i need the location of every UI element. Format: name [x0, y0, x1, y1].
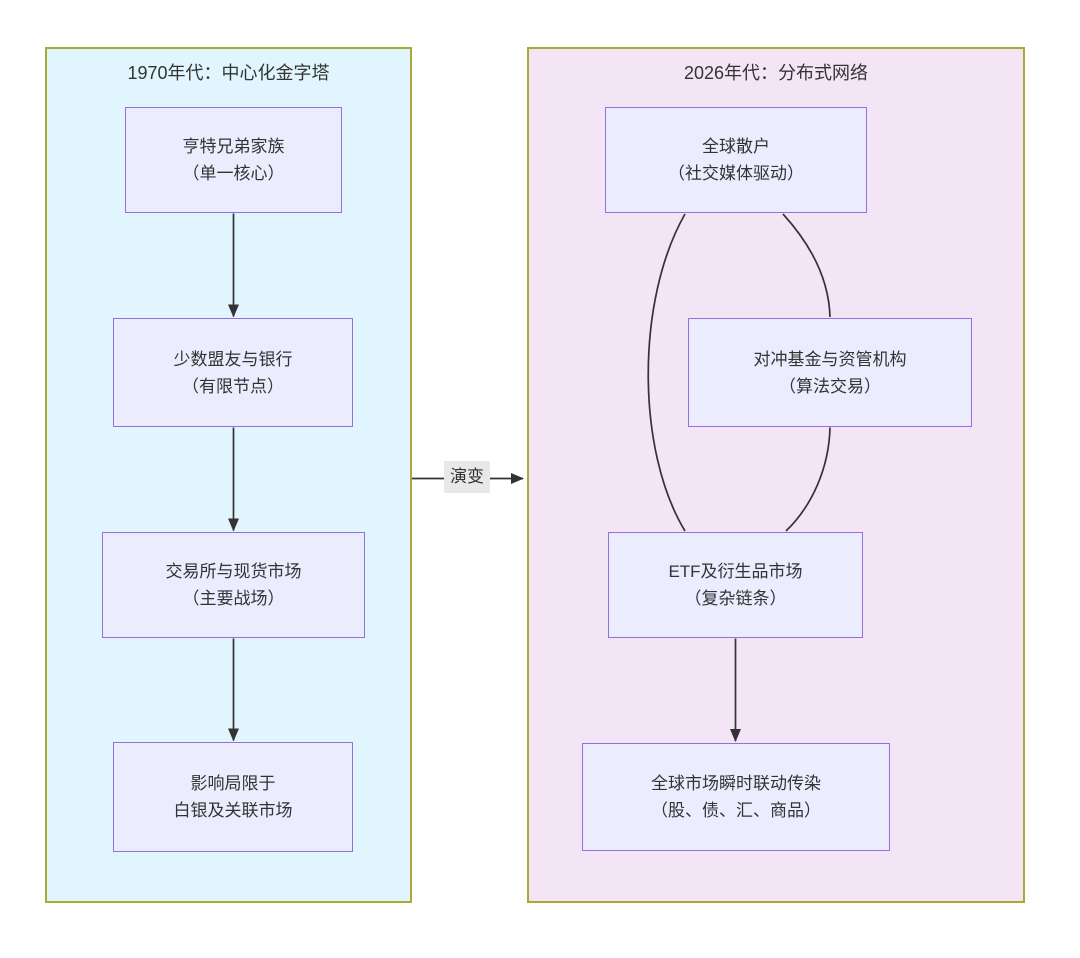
node-hedge-funds: 对冲基金与资管机构 （算法交易） [688, 318, 972, 427]
node-silver-limited-impact: 影响局限于 白银及关联市场 [113, 742, 353, 852]
node-hunt-brothers-line1: 亨特兄弟家族 [182, 137, 285, 156]
node-hedge-funds-line1: 对冲基金与资管机构 [753, 349, 907, 369]
node-global-retail-line2: （社交媒体驱动） [668, 164, 804, 183]
subgraph-2026-title: 2026年代：分布式网络 [683, 63, 869, 83]
node-global-contagion: 全球市场瞬时联动传染 （股、债、汇、商品） [582, 743, 890, 851]
node-allies-banks-line2: （有限节点） [182, 376, 284, 396]
subgraph-1970s-title: 1970年代：中心化金字塔 [127, 63, 330, 83]
node-global-retail-line1: 全球散户 [702, 137, 770, 156]
node-exchanges-spot-market-line2: （主要战场） [182, 589, 285, 608]
node-hunt-brothers: 亨特兄弟家族 （单一核心） [125, 107, 342, 213]
edge-retail-to-hedge [782, 213, 831, 318]
edge-retail-to-etf [647, 213, 686, 532]
node-global-contagion-line2: （股、债、汇、商品） [651, 801, 821, 820]
node-exchanges-spot-market-line1: 交易所与现货市场 [165, 562, 302, 581]
node-hunt-brothers-line2: （单一核心） [182, 164, 285, 183]
node-silver-limited-impact-line1: 影响局限于 [190, 774, 276, 793]
node-global-retail: 全球散户 （社交媒体驱动） [605, 107, 867, 213]
node-etf-derivatives-line2: （复杂链条） [684, 589, 787, 608]
node-exchanges-spot-market: 交易所与现货市场 （主要战场） [102, 532, 365, 638]
node-etf-derivatives-line1: ETF及衍生品市场 [668, 562, 803, 581]
edge-hedge-to-etf [785, 427, 831, 532]
node-silver-limited-impact-line2: 白银及关联市场 [173, 801, 293, 820]
node-allies-banks-line1: 少数盟友与银行 [173, 349, 293, 369]
edge-label-evolution: 演变 [444, 461, 490, 493]
node-global-contagion-line1: 全球市场瞬时联动传染 [651, 774, 821, 793]
node-hedge-funds-line2: （算法交易） [779, 376, 881, 396]
node-etf-derivatives: ETF及衍生品市场 （复杂链条） [608, 532, 863, 638]
node-allies-banks: 少数盟友与银行 （有限节点） [113, 318, 353, 427]
